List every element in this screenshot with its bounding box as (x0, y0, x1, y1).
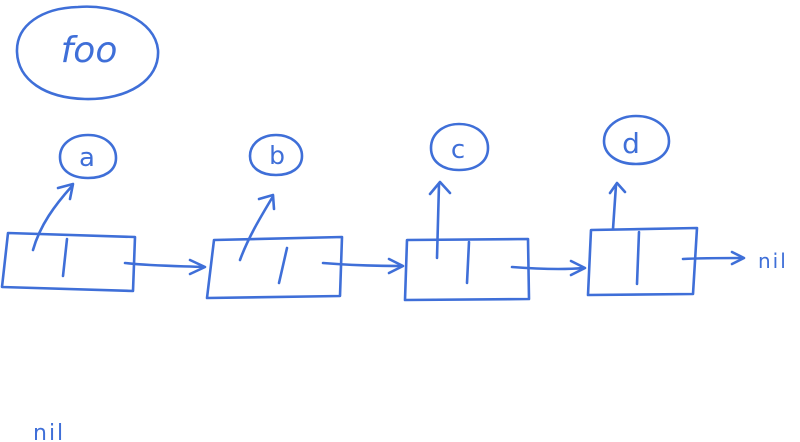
cdr-arrow-3 (510, 259, 587, 277)
node-b-label: b (269, 141, 285, 170)
node-a-circle (58, 133, 118, 180)
nil-label: nil (33, 421, 65, 442)
node-b: b (248, 133, 304, 177)
node-b-circle (248, 133, 304, 177)
car-arrow-d (608, 181, 627, 231)
cons-cell-3 (403, 237, 531, 302)
cons-cell-2-box (205, 235, 344, 300)
cons-cell-4-divider (635, 230, 641, 286)
cons-cell-4 (586, 226, 699, 297)
cons-cell-1-box (0, 231, 137, 293)
car-arrow-a (31, 182, 75, 252)
cons-cell-2 (205, 235, 344, 300)
cons-cell-1 (0, 231, 137, 293)
cdr-arrow-1 (123, 258, 207, 276)
cons-cell-2-divider (277, 246, 289, 285)
cons-cell-1-divider (61, 237, 69, 278)
node-d-circle (602, 114, 671, 166)
cdr-arrow-4 (681, 250, 746, 266)
node-d-label: d (622, 127, 640, 160)
cdr-arrow-2 (321, 257, 405, 275)
node-a-label: a (79, 143, 95, 173)
title-ellipse (15, 5, 160, 101)
cons-cell-3-box (403, 237, 531, 302)
node-c: c (429, 122, 490, 172)
node-c-label: c (451, 135, 465, 165)
node-d: d (602, 114, 671, 166)
car-arrow-b (238, 193, 276, 262)
title-label: foo (61, 30, 118, 71)
cons-cell-4-box (586, 226, 699, 297)
cons-cell-3-divider (465, 240, 471, 285)
terminal-nil-label: nil (758, 249, 788, 273)
node-a: a (58, 133, 118, 180)
car-arrow-c (428, 180, 452, 260)
node-c-circle (429, 122, 490, 172)
